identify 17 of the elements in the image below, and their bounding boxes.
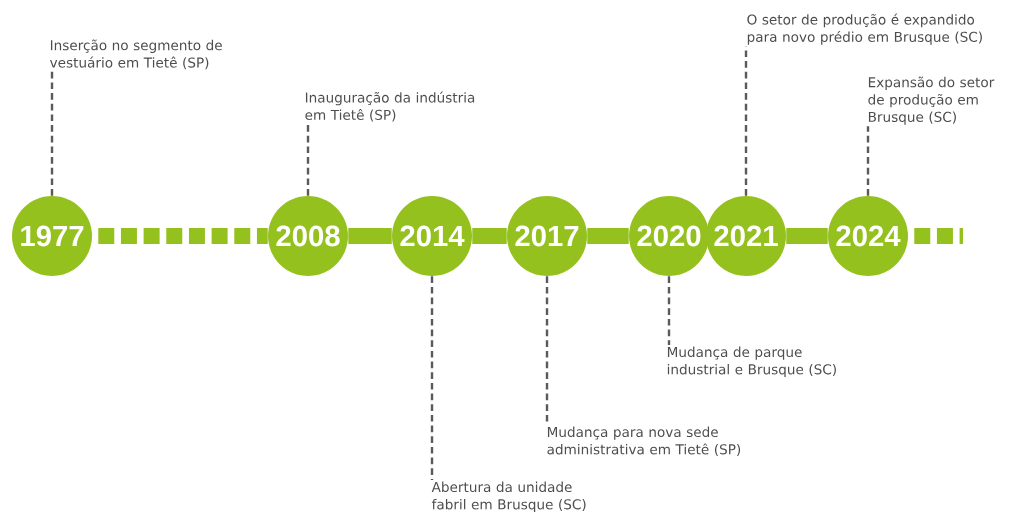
event-text: Mudança de parque industrial e Brusque (SC) xyxy=(667,346,836,378)
timeline-bar xyxy=(472,228,507,244)
timeline-bar xyxy=(587,228,629,244)
leader-line xyxy=(667,276,671,345)
event-text: O setor de produção é expandido para novo prédio em Brusque (SC) xyxy=(747,13,982,45)
event-text: Inauguração da indústria em Tietê (SP) xyxy=(305,91,475,122)
event-text: Abertura da unidade fabril em Brusque (SC) xyxy=(431,481,586,513)
leader-line xyxy=(866,126,870,196)
leader-line xyxy=(545,276,549,425)
timeline-bar xyxy=(348,228,392,244)
event-text: Mudança para nova sede administrativa em Tietê (SP) xyxy=(547,426,741,457)
leader-line xyxy=(50,70,54,196)
timeline-bar xyxy=(786,228,828,244)
event-text: Expansão do setor de produção em Brusque (SC) xyxy=(868,76,995,125)
event-text: Inserção no segmento de vestuário em Tietê (SP) xyxy=(50,39,222,70)
leader-line xyxy=(430,276,434,480)
leader-line xyxy=(306,123,310,196)
